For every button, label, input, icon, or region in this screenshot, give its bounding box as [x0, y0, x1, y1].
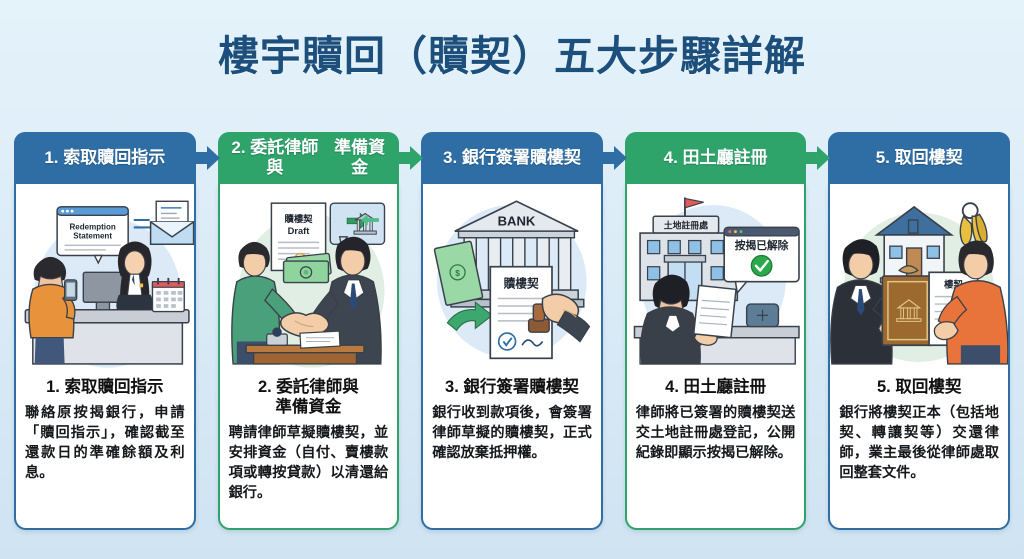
flag-icon	[683, 197, 704, 217]
caption-1: 1. 索取贖回指示 聯絡原按揭銀行，申請「贖回指示」，確認截至還款日的準確餘額及…	[16, 370, 194, 528]
illustration-5: 樓契	[830, 184, 1008, 370]
caption-title-2-line2: 準備資金	[275, 397, 342, 416]
caption-title-2-line1: 2. 委託律師與	[257, 378, 359, 396]
arrow-connector-2	[394, 143, 424, 173]
cash-stack	[282, 252, 332, 284]
caption-body-5: 銀行將樓契正本（包括地契、轉讓契等）交還律師，業主最後從律師處取回整套文件。	[839, 404, 999, 482]
step-header-3-line1: 3. 銀行簽署	[443, 148, 530, 168]
step-body-3: BANK $	[421, 184, 603, 530]
svg-text:按揭已解除: 按揭已解除	[735, 239, 789, 252]
svg-text:樓契: 樓契	[944, 278, 963, 289]
step-card-4[interactable]: 4. 田土廳註冊 土地註冊處	[624, 132, 831, 530]
svg-text:Draft: Draft	[287, 226, 309, 236]
envelope-icon	[149, 200, 194, 246]
step-header-1: 1. 索取贖回指示	[14, 132, 196, 184]
caption-3: 3. 銀行簽署贖樓契 銀行收到款項後，會簽署律師草擬的贖樓契，正式確認放棄抵押權…	[423, 370, 601, 528]
page-title: 樓宇贖回（贖契）五大步驟詳解	[218, 33, 806, 79]
cash-note: $	[433, 240, 484, 306]
svg-text:贖樓契: 贖樓契	[504, 276, 539, 290]
illustration-2: 贖樓契 Draft	[219, 184, 398, 370]
caption-title-2: 2. 委託律師與 準備資金	[229, 378, 389, 418]
step-card-5[interactable]: 5. 取回樓契	[828, 132, 1010, 530]
svg-text:Redemption: Redemption	[69, 222, 115, 231]
illustration-3: BANK $	[423, 184, 601, 370]
svg-text:BANK: BANK	[498, 214, 536, 229]
lawyer-at-registry	[639, 274, 718, 365]
step-header-3-line2: 贖樓契	[529, 148, 581, 168]
step-body-5: 樓契	[828, 184, 1010, 530]
step-header-2-line2: 準備資金	[334, 138, 386, 177]
step-header-4: 4. 田土廳註冊	[624, 132, 807, 184]
step-header-3: 3. 銀行簽署 贖樓契	[421, 132, 603, 184]
step-card-1[interactable]: 1. 索取贖回指示 Redemp	[14, 132, 220, 530]
desk-document	[298, 330, 341, 349]
caption-body-4: 律師將已簽署的贖樓契送交土地註冊處登記，公開紀錄即顯示按揭已解除。	[635, 404, 796, 462]
caption-title-1: 1. 索取贖回指示	[46, 378, 164, 396]
arrow-connector-4	[801, 143, 831, 173]
stamp-hand	[528, 293, 591, 343]
step-header-2: 2. 委託律師與 準備資金	[217, 132, 400, 184]
step-header-5: 5. 取回樓契	[828, 132, 1010, 184]
arrow-connector-3	[597, 143, 628, 173]
svg-text:Statement: Statement	[73, 232, 112, 241]
flow-arrow	[446, 301, 494, 332]
caption-body-3: 銀行收到款項後，會簽署律師草擬的贖樓契，正式確認放棄抵押權。	[432, 404, 592, 462]
caption-body-1: 聯絡原按揭銀行，申請「贖回指示」，確認截至還款日的準確餘額及利息。	[25, 404, 185, 482]
signed-deed-document	[692, 284, 737, 339]
bank-staff-figure	[116, 241, 154, 310]
steps-row: 1. 索取贖回指示 Redemp	[0, 132, 1024, 544]
redemption-statement-bubble: Redemption Statement	[56, 206, 129, 265]
step-header-2-line1: 2. 委託律師與	[231, 138, 319, 177]
arrow-connector-1	[190, 143, 221, 173]
customer-figure	[28, 256, 78, 364]
caption-body-2: 聘請律師草擬贖樓契，並安排資金（自付、賣樓款項或轉按貸款）以清還給銀行。	[228, 424, 389, 502]
svg-text:土地註冊處: 土地註冊處	[664, 219, 708, 230]
step-card-3[interactable]: 3. 銀行簽署 贖樓契 BANK	[421, 132, 627, 530]
illustration-1: Redemption Statement	[16, 184, 194, 370]
svg-text:$: $	[455, 268, 460, 278]
calendar-icon	[151, 277, 185, 313]
step-body-4: 土地註冊處	[624, 184, 807, 530]
deed-folder	[881, 265, 935, 347]
caption-title-5: 5. 取回樓契	[876, 378, 962, 396]
caption-4: 4. 田土廳註冊 律師將已簽署的贖樓契送交土地註冊處登記，公開紀錄即顯示按揭已解…	[627, 370, 805, 528]
redemption-deed: 贖樓契	[489, 265, 554, 360]
caption-5: 5. 取回樓契 銀行將樓契正本（包括地契、轉讓契等）交還律師，業主最後從律師處取…	[830, 370, 1008, 528]
svg-text:贖樓契: 贖樓契	[284, 213, 313, 224]
owner-figure	[934, 240, 1008, 365]
caption-2: 2. 委託律師與 準備資金 聘請律師草擬贖樓契，並安排資金（自付、賣樓款項或轉按…	[220, 370, 398, 528]
mortgage-released-bubble: 按揭已解除	[723, 226, 800, 295]
illustration-4: 土地註冊處	[626, 184, 805, 370]
page-title-bar: 樓宇贖回（贖契）五大步驟詳解	[0, 0, 1024, 104]
caption-title-3: 3. 銀行簽署贖樓契	[445, 378, 579, 396]
step-card-2[interactable]: 2. 委託律師與 準備資金 贖樓契 Draft	[217, 132, 424, 530]
step-body-1: Redemption Statement	[14, 184, 196, 530]
step-body-2: 贖樓契 Draft	[217, 184, 400, 530]
caption-title-4: 4. 田土廳註冊	[665, 378, 766, 396]
